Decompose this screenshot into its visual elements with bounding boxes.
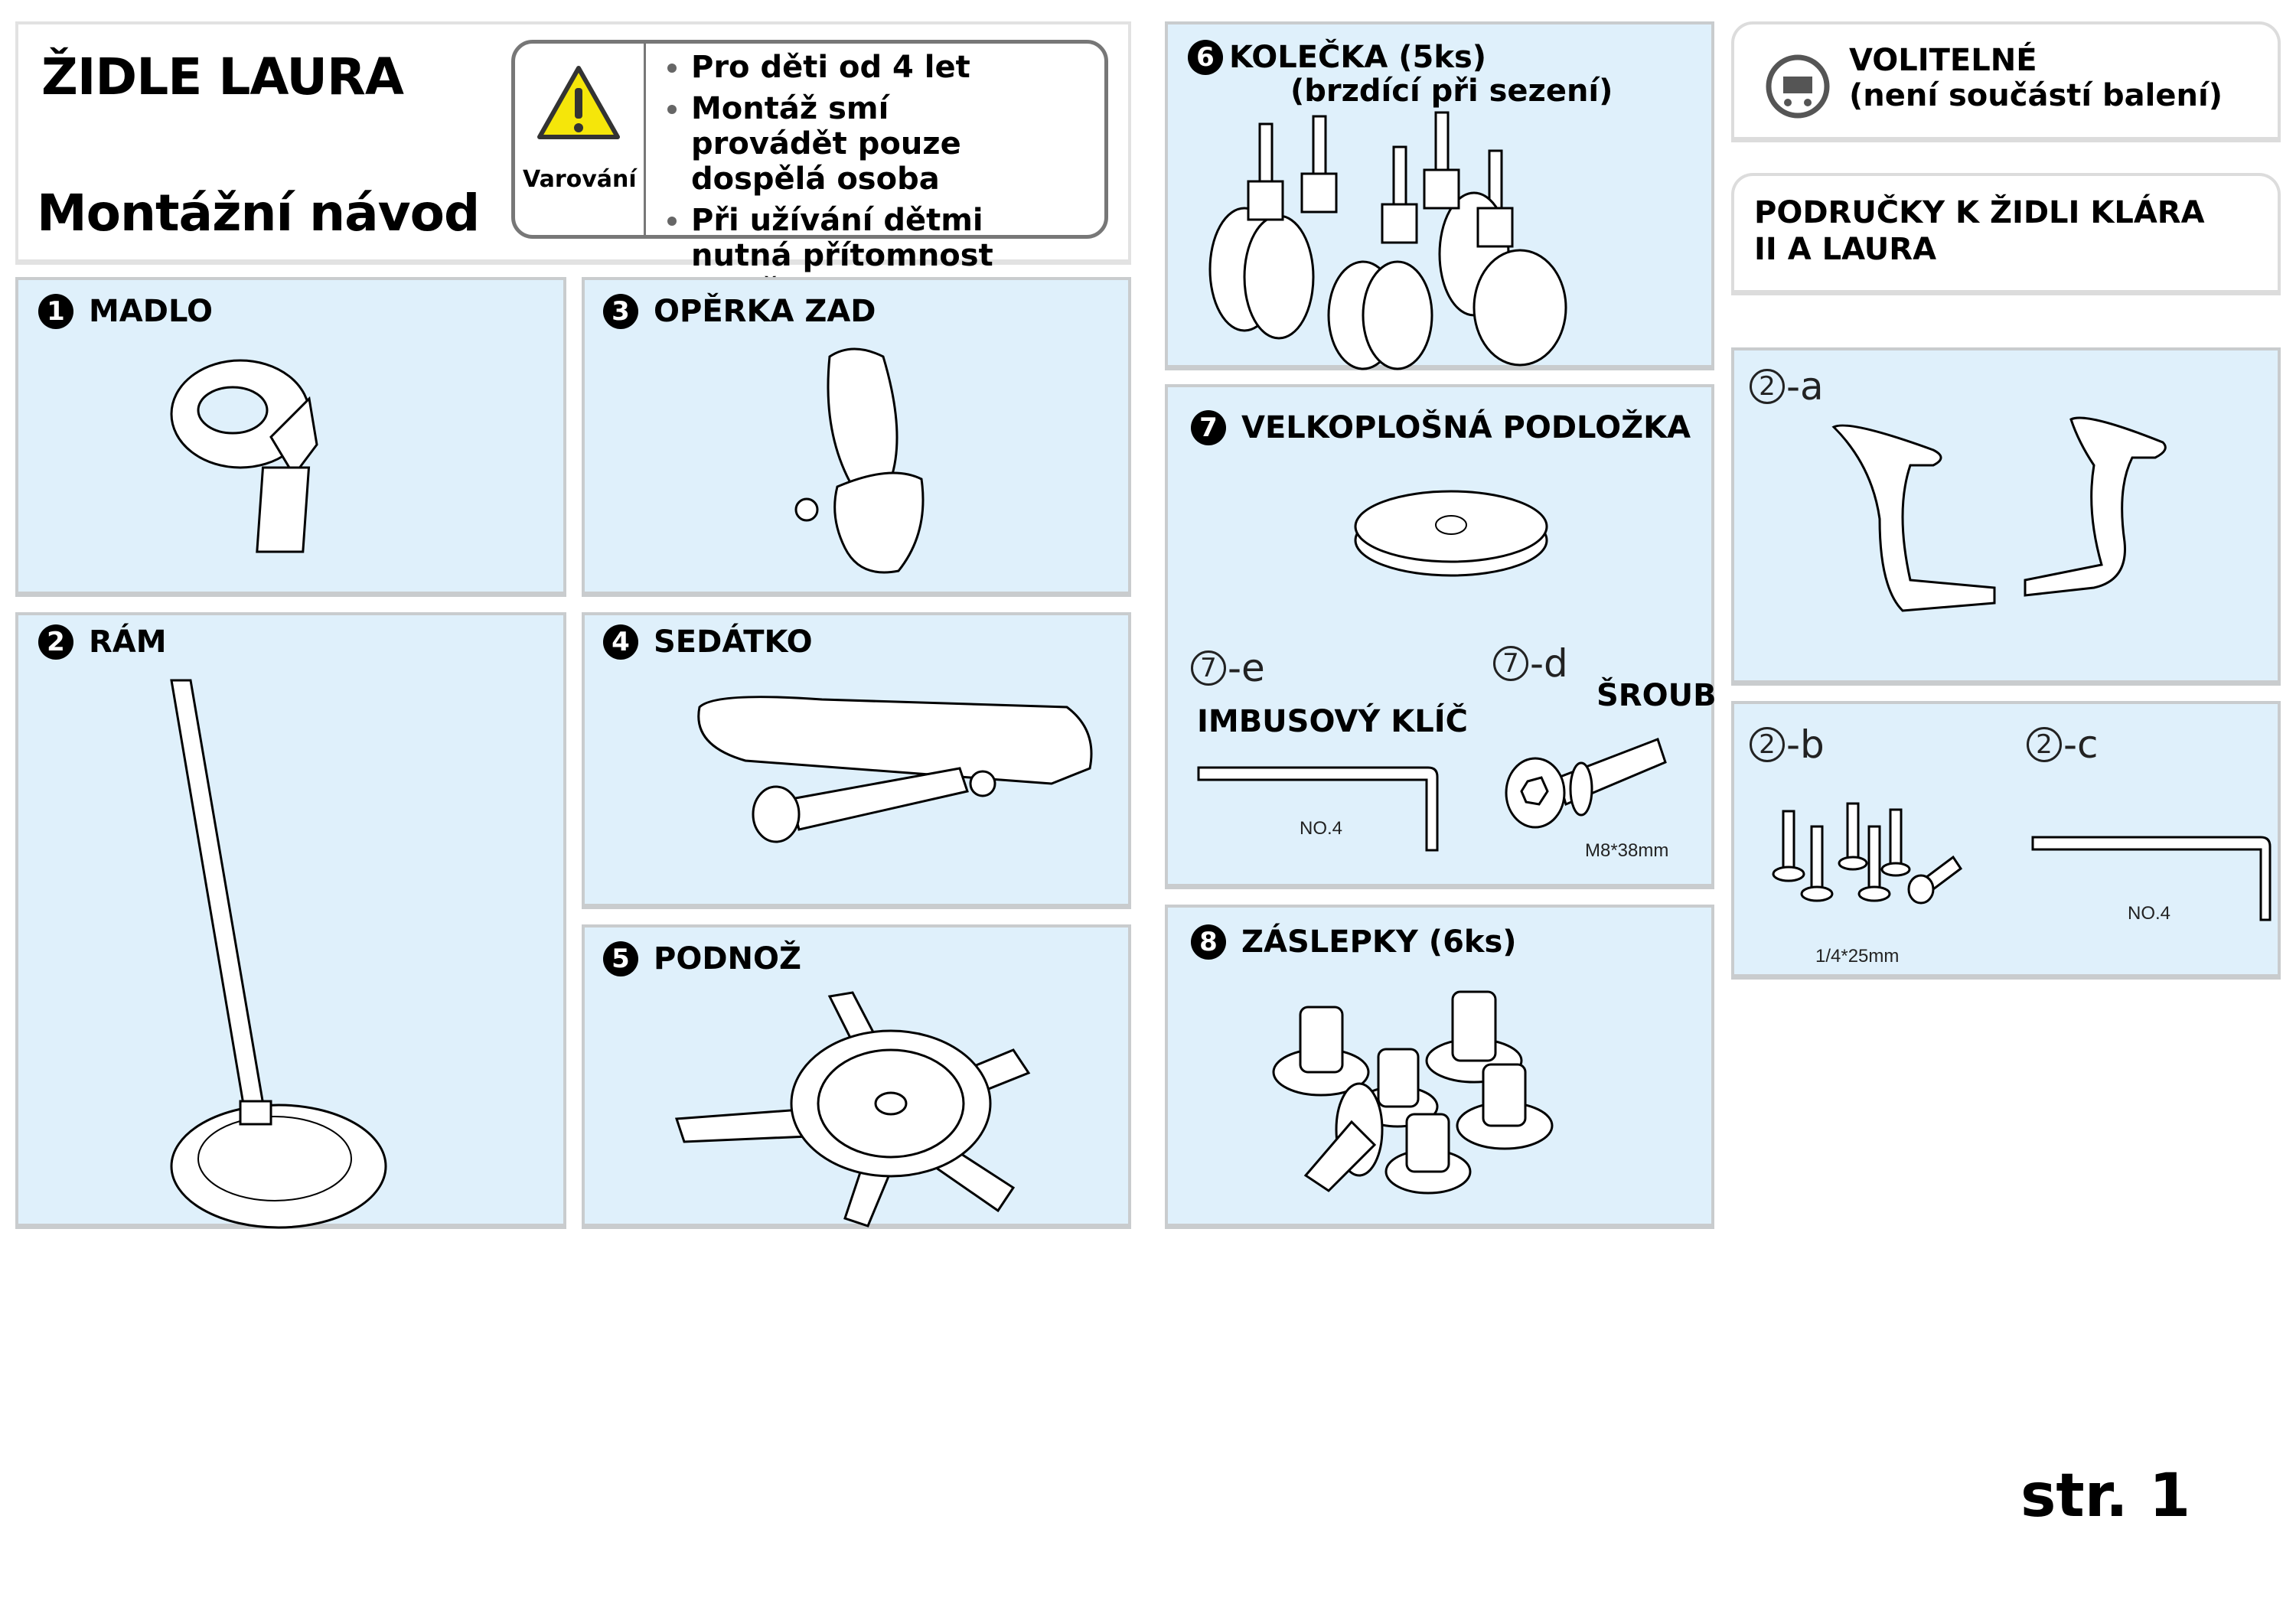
part-name: VELKOPLOŠNÁ PODLOŽKA	[1241, 410, 1691, 445]
sub-part-badge: 7	[1493, 646, 1528, 681]
optional-panel: VOLITELNÉ (není součástí balení)	[1731, 21, 2281, 142]
product-title: ŽIDLE LAURA	[41, 47, 404, 106]
base-illustration	[674, 991, 1031, 1227]
sub-part-name: IMBUSOVÝ KLÍČ	[1197, 704, 1468, 739]
warning-label: Varování	[523, 166, 637, 193]
sub-part-label-7d: 7 -d	[1493, 641, 1568, 686]
part-panel-podnoz: 5 PODNOŽ	[582, 924, 1131, 1229]
armrest-panel-2b-2c: 2 -b 1/4*25mm 2 -c NO.4	[1731, 701, 2281, 980]
sub-part-badge: 2	[1750, 369, 1785, 404]
part-name: SEDÁTKO	[654, 624, 813, 660]
part-name: PODNOŽ	[654, 941, 802, 976]
sub-part-label-7e: 7 -e	[1191, 646, 1265, 690]
seat-illustration	[697, 696, 1093, 843]
armrests-illustration	[1831, 416, 2167, 612]
page-number: str. 1	[2020, 1462, 2191, 1531]
warning-item: Při užívání dětmi nutná přítomnost rodič…	[691, 203, 1074, 308]
part-panel-operka-zad: 3 OPĚRKA ZAD	[582, 277, 1131, 597]
sub-part-label-2b: 2 -b	[1750, 722, 1825, 767]
sub-part-suffix: -e	[1228, 646, 1265, 690]
sub-part-suffix: -a	[1786, 364, 1824, 409]
warning-divider	[644, 44, 646, 235]
optional-note: (není součástí balení)	[1849, 78, 2223, 113]
part-title: 5 PODNOŽ	[603, 941, 801, 976]
part-title: 7 VELKOPLOŠNÁ PODLOŽKA	[1191, 410, 1691, 445]
part-panel-kolecka: 6 KOLEČKA (5ks) (brzdící při sezení)	[1165, 21, 1714, 370]
sub-part-badge: 7	[1191, 650, 1226, 686]
part-name: RÁM	[89, 624, 167, 660]
armrest-title-panel: PODRUČKY K ŽIDLI KLÁRA II A LAURA	[1731, 173, 2281, 295]
warning-item: Pro děti od 4 let	[691, 50, 1074, 85]
page-subtitle: Montážní návod	[37, 184, 480, 243]
part-number-badge: 1	[38, 294, 73, 329]
part-title: 8 ZÁSLEPKY (6ks)	[1191, 924, 1517, 960]
screws-illustration	[1772, 802, 1963, 905]
part-title: 3 OPĚRKA ZAD	[603, 294, 876, 329]
armrest-title: PODRUČKY K ŽIDLI KLÁRA II A LAURA	[1754, 195, 2205, 267]
screw-illustration	[1505, 738, 1667, 829]
part-title: 1 MADLO	[38, 294, 213, 329]
sub-part-label-2c: 2 -c	[2027, 722, 2099, 767]
part-panel-ram: 2 RÁM	[15, 612, 566, 1229]
part-number-badge: 8	[1191, 924, 1226, 960]
shopping-cart-icon	[1766, 54, 1830, 119]
handle-illustration	[170, 359, 318, 553]
part-panel-zaslepky: 8 ZÁSLEPKY (6ks)	[1165, 905, 1714, 1229]
hex-key-spec: NO.4	[2128, 903, 2171, 924]
casters-illustration	[1208, 111, 1567, 370]
warning-box: Varování Pro děti od 4 let Montáž smí pr…	[511, 40, 1108, 308]
part-title: 2 RÁM	[38, 624, 167, 660]
part-name: ZÁSLEPKY (6ks)	[1241, 924, 1517, 960]
frame-illustration	[170, 679, 387, 1229]
hex-key-spec: NO.4	[1300, 818, 1343, 839]
caps-illustration	[1272, 990, 1554, 1195]
optional-heading: VOLITELNÉ	[1849, 43, 2037, 78]
sub-part-badge: 2	[1750, 727, 1785, 762]
hex-key-illustration	[1197, 766, 1439, 852]
sub-part-suffix: -d	[1530, 641, 1568, 686]
sub-part-suffix: -c	[2063, 722, 2099, 767]
warning-list: Pro děti od 4 let Montáž smí provádět po…	[668, 50, 1074, 315]
part-name: MADLO	[89, 294, 214, 329]
washer-illustration	[1354, 490, 1548, 577]
armrest-panel-2a: 2 -a	[1731, 347, 2281, 686]
warning-triangle-icon	[537, 66, 620, 139]
part-name: KOLEČKA (5ks)	[1229, 40, 1487, 75]
part-panel-sedatko: 4 SEDÁTKO	[582, 612, 1131, 909]
sub-part-suffix: -b	[1786, 722, 1825, 767]
backrest-illustration	[794, 347, 925, 574]
part-panel-madlo: 1 MADLO	[15, 277, 566, 597]
sub-part-name: ŠROUB	[1596, 678, 1717, 713]
screw-spec: M8*38mm	[1585, 840, 1669, 861]
part-number-badge: 4	[603, 624, 638, 660]
part-number-badge: 2	[38, 624, 73, 660]
part-number-badge: 7	[1191, 410, 1226, 445]
part-number-badge: 5	[603, 941, 638, 976]
screws-spec: 1/4*25mm	[1815, 946, 1900, 967]
hex-key-illustration	[2031, 836, 2272, 921]
part-number-badge: 6	[1188, 40, 1223, 75]
part-number-badge: 3	[603, 294, 638, 329]
part-panel-podlozka: 7 VELKOPLOŠNÁ PODLOŽKA 7 -e IMBUSOVÝ KLÍ…	[1165, 384, 1717, 889]
sub-part-label-2a: 2 -a	[1750, 364, 1824, 409]
warning-item: Montáž smí provádět pouze dospělá osoba	[691, 91, 1051, 197]
sub-part-badge: 2	[2027, 727, 2062, 762]
part-name: OPĚRKA ZAD	[654, 294, 876, 329]
part-note: (brzdící při sezení)	[1290, 73, 1613, 109]
part-title: 4 SEDÁTKO	[603, 624, 813, 660]
part-title: 6 KOLEČKA (5ks)	[1188, 40, 1486, 75]
